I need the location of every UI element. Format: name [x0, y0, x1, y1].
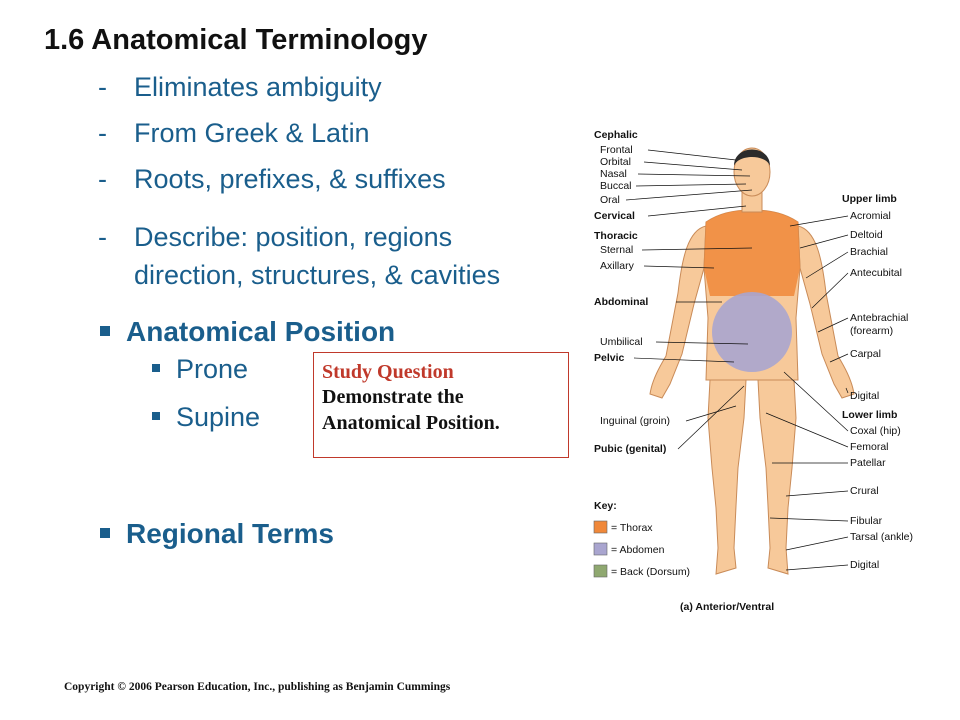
- study-question-box: Study Question Demonstrate the Anatomica…: [313, 352, 569, 458]
- bullet-describe-continuation: direction, structures, & cavities: [134, 260, 501, 290]
- bullet-describe: -Describe: position, regions: [98, 222, 452, 253]
- label-cephalic: Cephalic: [594, 129, 638, 141]
- label-antecubital: Antecubital: [850, 267, 902, 279]
- bullet-prone: Prone: [152, 354, 248, 385]
- bullet-text: Supine: [176, 402, 261, 432]
- square-bullet-icon: [152, 363, 160, 372]
- key-thorax: = Thorax: [611, 522, 653, 534]
- label-coxal: Coxal (hip): [850, 425, 901, 437]
- square-bullet-icon: [100, 527, 110, 538]
- key-back: = Back (Dorsum): [611, 566, 690, 578]
- diagram-caption: (a) Anterior/Ventral: [680, 601, 774, 613]
- label-femoral: Femoral: [850, 441, 889, 453]
- label-inguinal: Inguinal (groin): [600, 415, 670, 427]
- copyright-notice: Copyright © 2006 Pearson Education, Inc.…: [64, 681, 451, 693]
- color-key: Key: = Thorax = Abdomen = Back (Dorsum): [593, 500, 690, 578]
- label-forearm: (forearm): [850, 325, 893, 337]
- bullet-text: Prone: [176, 354, 249, 384]
- left-arm: [797, 225, 855, 399]
- bullet-supine: Supine: [152, 402, 260, 433]
- label-pubic: Pubic (genital): [594, 443, 666, 455]
- label-umbilical: Umbilical: [600, 336, 643, 348]
- label-patellar: Patellar: [850, 457, 886, 469]
- bullet-text: Anatomical Position: [126, 316, 396, 347]
- left-leg: [757, 379, 797, 575]
- study-question-line-1: Demonstrate the: [322, 386, 464, 408]
- label-buccal: Buccal: [600, 180, 632, 192]
- label-crural: Crural: [850, 485, 879, 497]
- label-carpal: Carpal: [850, 348, 881, 360]
- thorax-region: [704, 210, 800, 296]
- label-upper-limb: Upper limb: [842, 193, 897, 205]
- bullet-text: Roots, prefixes, & suffixes: [134, 164, 446, 194]
- right-arm: [649, 225, 707, 399]
- bullet-regional-terms: Regional Terms: [100, 518, 334, 550]
- bullet-text: Regional Terms: [126, 518, 334, 549]
- anatomy-diagram: Cephalic Frontal Orbital Nasal Buccal Or…: [593, 129, 913, 613]
- dash-marker: -: [98, 222, 107, 252]
- slide-title: 1.6 Anatomical Terminology: [44, 24, 428, 56]
- label-deltoid: Deltoid: [850, 229, 883, 241]
- study-question-title: Study Question: [322, 361, 454, 383]
- bullet-text: From Greek & Latin: [134, 118, 370, 148]
- bullet-text: Describe: position, regions: [134, 222, 453, 252]
- body-figure: [649, 147, 855, 575]
- label-cervical: Cervical: [594, 210, 635, 222]
- bullet-text: Eliminates ambiguity: [134, 72, 382, 102]
- pointer-lines: [625, 149, 849, 571]
- label-lower-limb: Lower limb: [842, 409, 897, 421]
- label-orbital: Orbital: [600, 156, 631, 168]
- label-acromial: Acromial: [850, 210, 891, 222]
- label-frontal: Frontal: [600, 144, 633, 156]
- label-digital-upper: Digital: [850, 390, 879, 402]
- label-pelvic: Pelvic: [594, 352, 625, 364]
- label-antebrachial: Antebrachial: [850, 312, 908, 324]
- label-thoracic: Thoracic: [594, 230, 638, 242]
- bullet-anatomical-position: Anatomical Position: [100, 316, 395, 348]
- label-nasal: Nasal: [600, 168, 627, 180]
- label-sternal: Sternal: [600, 244, 633, 256]
- label-fibular: Fibular: [850, 515, 883, 527]
- label-axillary: Axillary: [600, 260, 635, 272]
- dash-marker: -: [98, 72, 107, 102]
- key-abdomen: = Abdomen: [611, 544, 665, 556]
- label-oral: Oral: [600, 194, 620, 206]
- left-labels: Cephalic Frontal Orbital Nasal Buccal Or…: [594, 129, 670, 455]
- key-title: Key:: [594, 500, 617, 512]
- right-leg: [707, 379, 747, 575]
- bullet-eliminates-ambiguity: -Eliminates ambiguity: [98, 72, 382, 103]
- label-tarsal: Tarsal (ankle): [850, 531, 913, 543]
- bullet-greek-latin: -From Greek & Latin: [98, 118, 370, 149]
- hair: [734, 149, 770, 166]
- key-swatch-thorax: [593, 520, 608, 534]
- right-labels: Upper limb Acromial Deltoid Brachial Ant…: [842, 193, 913, 571]
- square-bullet-icon: [100, 325, 110, 336]
- dash-marker: -: [98, 164, 107, 194]
- square-bullet-icon: [152, 411, 160, 420]
- abdomen-region: [712, 292, 792, 372]
- key-swatch-back: [593, 564, 608, 578]
- study-question-line-2: Anatomical Position.: [322, 412, 500, 434]
- label-digital-lower: Digital: [850, 559, 879, 571]
- label-abdominal: Abdominal: [594, 296, 648, 308]
- label-brachial: Brachial: [850, 246, 888, 258]
- key-swatch-abdomen: [593, 542, 608, 556]
- bullet-roots-prefixes: -Roots, prefixes, & suffixes: [98, 164, 446, 195]
- dash-marker: -: [98, 118, 107, 148]
